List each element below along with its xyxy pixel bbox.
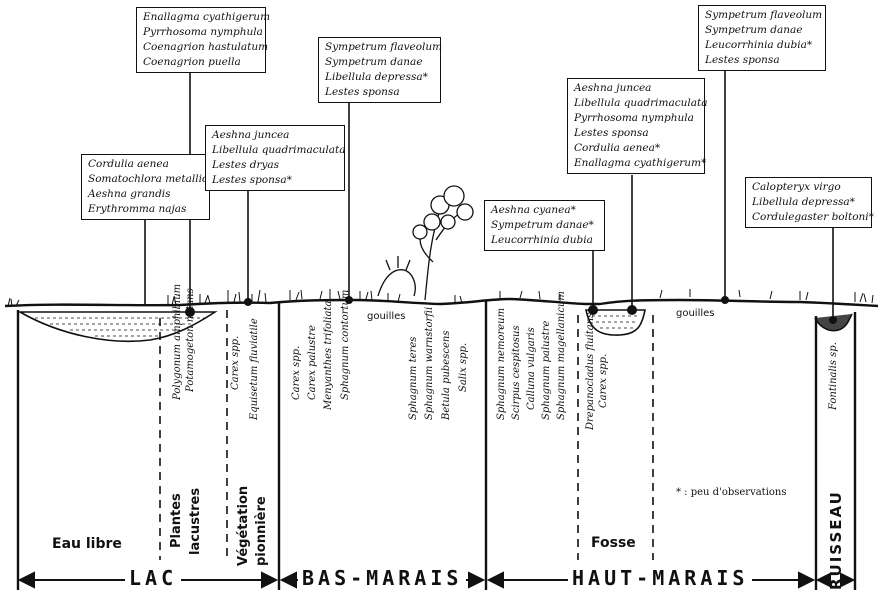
plant-label: Carex spp. — [598, 353, 609, 408]
plant-label: Fontinalis sp. — [828, 342, 839, 410]
lake-water-dashes — [35, 317, 205, 337]
species-name: Libellula quadrimaculata — [212, 144, 346, 156]
species-name: Cordulegaster boltoni* — [752, 211, 874, 223]
species-box-haut-marais-2: Sympetrum flaveolum Sympetrum danae Leuc… — [698, 5, 826, 71]
species-box-lac-edge: Cordulia aenea Somatochlora metallica Ae… — [81, 154, 215, 220]
species-name: Enallagma cyathigerum — [143, 11, 271, 23]
species-name: Sympetrum flaveolum — [325, 41, 443, 53]
species-name: Lestes sponsa — [325, 86, 400, 98]
species-name: Lestes dryas — [212, 159, 280, 171]
species-name: Coenagrion puella — [143, 56, 241, 68]
plant-label: Menyanthes trifoliata — [323, 300, 334, 410]
plant-label: Betula pubescens — [441, 330, 452, 420]
species-name: Lestes sponsa* — [212, 174, 292, 186]
region-haut-marais: HAUT-MARAIS — [568, 566, 753, 590]
sub-boundaries — [159, 310, 654, 560]
species-box-lacustres: Enallagma cyathigerum Pyrrhosoma nymphul… — [136, 7, 271, 73]
species-name: Pyrrhosoma nymphula — [574, 112, 694, 124]
species-box-fosse: Aeshna cyanea* Sympetrum danae* Leucorrh… — [484, 200, 605, 251]
plant-label: Calluna vulgaris — [526, 327, 537, 410]
zone-lacustres: lacustres — [188, 487, 203, 555]
species-name: Libellula depressa* — [325, 71, 428, 83]
species-box-bas-marais: Sympetrum flaveolum Sympetrum danae Libe… — [318, 37, 443, 103]
species-name: Calopteryx virgo — [752, 181, 841, 193]
plant-label: Sphagnum teres — [408, 336, 419, 420]
lake-basin — [17, 311, 218, 343]
species-name: Sympetrum danae* — [491, 219, 594, 231]
species-name: Lestes sponsa — [574, 127, 649, 139]
region-lac: LAC — [125, 566, 182, 590]
leader-lines — [144, 70, 834, 316]
species-name: Enallagma cyathigerum* — [574, 157, 707, 169]
species-name: Aeshna cyanea* — [491, 204, 576, 216]
fosse-water-dashes — [592, 315, 640, 329]
zone-fosse: Fosse — [591, 535, 636, 551]
plant-label: Carex spp. — [291, 345, 302, 400]
species-name: Erythromma najas — [88, 203, 187, 215]
species-name: Libellula depressa* — [752, 196, 855, 208]
plant-label: Sphagnum nemoreum — [496, 307, 507, 420]
plant-label: Salix spp. — [458, 342, 469, 392]
gouilles-label: gouilles — [676, 308, 715, 319]
species-name: Pyrrhosoma nymphula — [143, 26, 263, 38]
species-box-ruisseau: Calopteryx virgo Libellula depressa* Cor… — [745, 177, 874, 228]
species-name: Somatochlora metallica — [88, 173, 215, 185]
zone-eau-libre: Eau libre — [52, 536, 122, 552]
leader-nodes — [185, 296, 837, 324]
zone-vegetation: Végétation — [236, 485, 251, 566]
species-name: Sympetrum danae — [325, 56, 423, 68]
species-name: Coenagrion hastulatum — [143, 41, 269, 53]
zone-ruisseau: RUISSEAU — [827, 490, 845, 590]
region-bas-marais: BAS-MARAIS — [298, 566, 467, 590]
species-name: Aeshna juncea — [212, 129, 290, 141]
zone-pionniere: pionnière — [254, 496, 269, 566]
species-name: Libellula quadrimaculata — [574, 97, 708, 109]
plant-label: Drepanocladus fluitans — [585, 312, 596, 430]
ground-line — [4, 297, 878, 308]
gouilles-label: gouilles — [367, 311, 406, 322]
zone-boundaries — [16, 300, 857, 590]
species-name: Cordulia aenea* — [574, 142, 661, 154]
plant-label: Carex spp. — [230, 335, 241, 390]
species-name: Lestes sponsa — [705, 54, 780, 66]
plant-label: Scirpus cespitosus — [511, 325, 522, 420]
plant-label: Sphagnum palustre — [541, 320, 552, 420]
plant-label: Sphagnum warnstorfii — [424, 306, 435, 420]
species-name: Cordulia aenea — [88, 158, 169, 170]
species-name: Aeshna juncea — [574, 82, 652, 94]
plant-label: Polygonum amphibium — [172, 283, 183, 400]
vegetation-tufts — [7, 289, 874, 307]
species-name: Leucorrhinia dubia — [491, 234, 593, 246]
plant-label: Equisetum fluviatile — [249, 318, 260, 420]
species-name: Leucorrhinia dubia* — [705, 39, 813, 51]
shrub-drawing — [377, 185, 474, 301]
plant-label: Carex palustre — [307, 325, 318, 400]
plant-label: Potamogeton natans — [185, 288, 196, 392]
zone-plantes: Plantes — [169, 493, 184, 548]
species-name: Aeshna grandis — [88, 188, 171, 200]
plant-label: Sphagnum contortum — [340, 289, 351, 400]
plant-label: Sphagnum magellanicum — [556, 291, 567, 420]
species-name: Sympetrum danae — [705, 24, 803, 36]
footnote: * : peu d'observations — [676, 487, 787, 498]
species-box-haut-marais-1: Aeshna juncea Libellula quadrimaculata P… — [567, 78, 708, 174]
species-name: Sympetrum flaveolum — [705, 9, 823, 21]
species-box-pionniere: Aeshna juncea Libellula quadrimaculata L… — [205, 125, 346, 191]
